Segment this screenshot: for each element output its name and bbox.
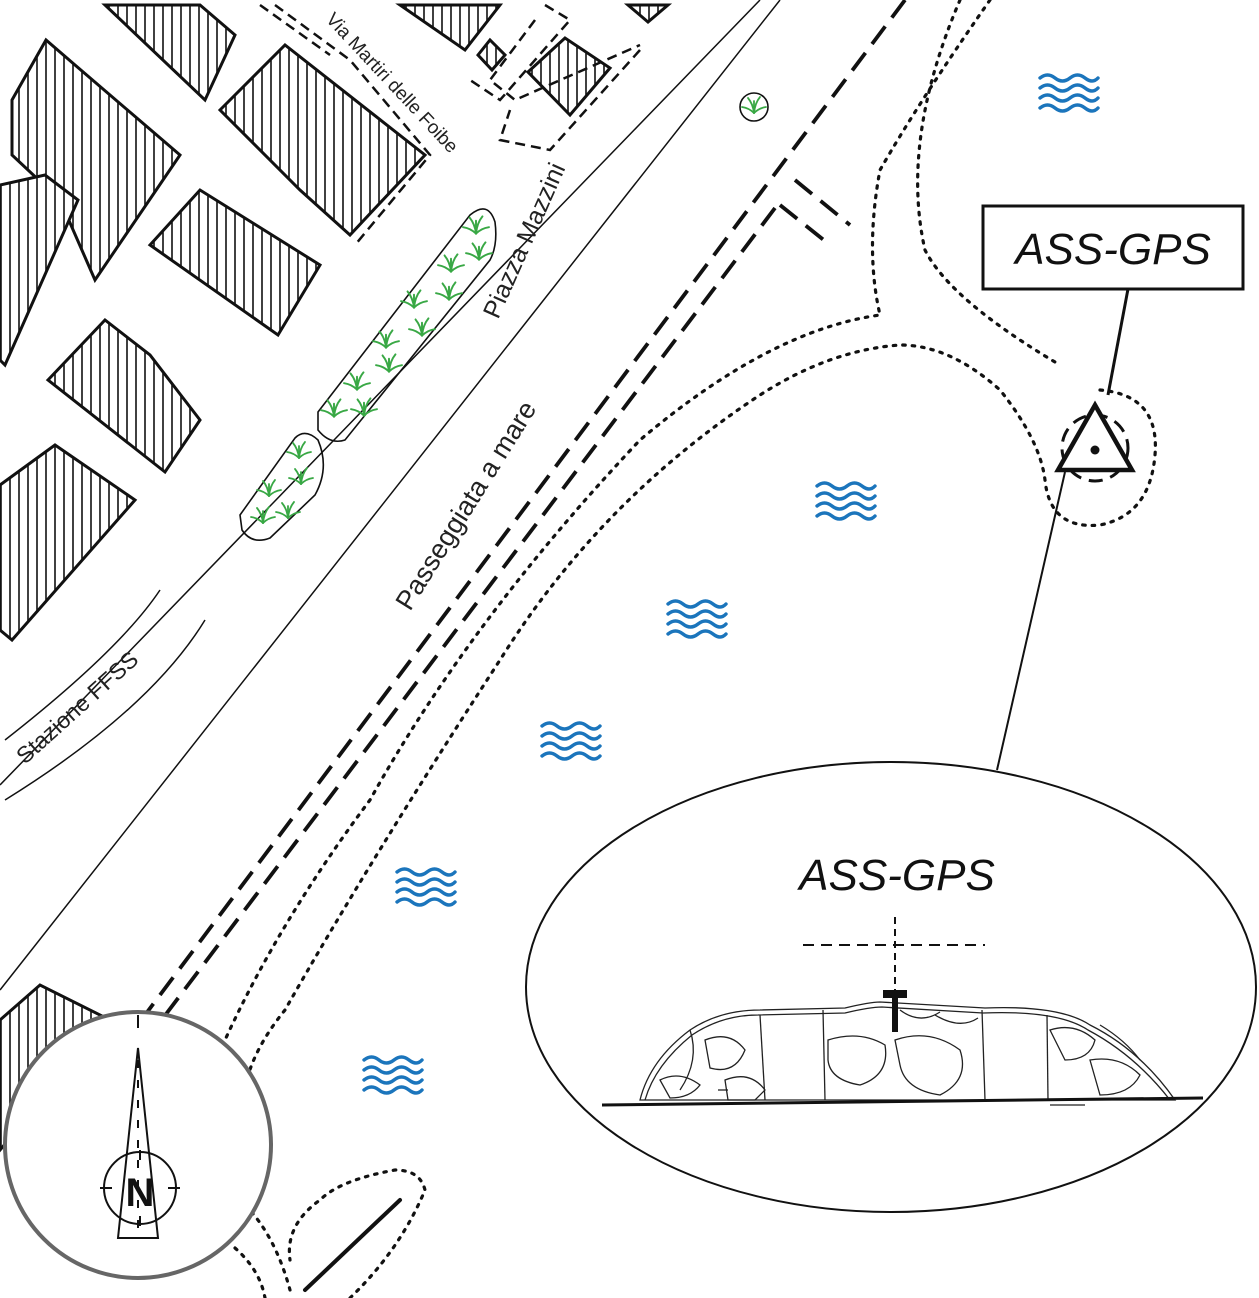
building [147,188,323,338]
breakwater [639,1001,1177,1106]
grass-tuft-icon [256,479,282,497]
ground-line [601,1096,1204,1107]
station-road [4,589,161,741]
shoreline [223,0,1157,1298]
building [0,173,80,368]
north-label: N [126,1171,155,1215]
leader-line [1106,288,1130,396]
wave-icon [815,481,877,521]
flower-bed [317,208,497,443]
wave-icon [666,599,728,639]
grass-tuft-icon [343,371,371,391]
building [45,317,202,475]
grass-tuft-icon [437,253,465,273]
building [395,3,504,53]
building [101,3,237,103]
grass-tuft-icon [741,96,767,114]
triangle-benchmark-icon [1054,400,1136,473]
label-piazza-mazzini: Piazza Mazzini [478,159,571,323]
building [0,443,138,643]
antenna-head-icon [883,990,907,998]
grass-tuft-icon [465,241,493,261]
inset-title: ASS-GPS [796,851,995,900]
promenade-path [118,0,907,1077]
grass-tuft-icon [372,329,400,349]
flower-bed [239,432,325,541]
roads [0,0,781,991]
road-edge [0,0,781,991]
grass-tuft-icon [375,353,403,373]
tree-circle [739,92,769,122]
flower-beds [239,92,769,541]
inset-frame [525,761,1257,1213]
station-point [1090,445,1100,455]
wave-icon [362,1055,424,1095]
wave-icon [395,867,457,907]
grass-tuft-icon [288,467,314,485]
dashed-plots [259,3,641,246]
building [217,42,428,238]
grass-tuft-icon [350,397,378,417]
inset: ASS-GPS [525,761,1257,1213]
gps-station[interactable]: ASS-GPS [981,204,1245,771]
station-label: ASS-GPS [1012,225,1211,274]
north-arrow: N [3,1010,273,1280]
building [476,37,508,73]
station-road [4,619,206,801]
grass-tuft-icon [250,506,276,524]
grass-tuft-icon [435,281,463,301]
grass-tuft-icon [275,501,301,519]
building [623,3,673,24]
wave-icon [1038,73,1100,113]
label-passeggiata: Passeggiata a mare [390,396,543,616]
building [10,37,182,284]
station-label-box [981,204,1245,291]
road-edge [0,0,761,786]
leader-line [996,471,1066,771]
antenna-pole [892,996,898,1032]
wave-icon [540,721,602,761]
